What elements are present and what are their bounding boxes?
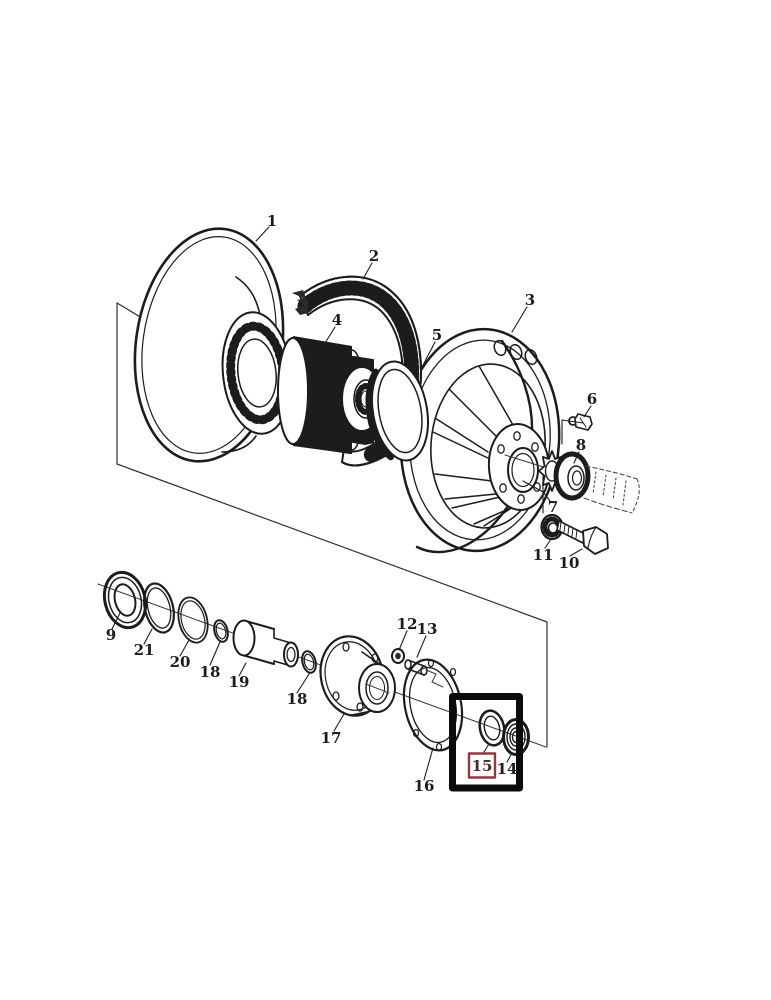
part-label-13: 13 [417,620,438,638]
part-label-9: 9 [106,626,116,644]
part-5-ring [365,360,429,462]
part-12-plug [391,648,405,664]
part-10-bolt [556,520,609,555]
part-18-snap-ring-left [213,619,229,643]
part-21-ring [143,582,175,634]
part-number-labels: 1 2 3 4 5 6 8 7 11 10 9 21 20 18 19 18 1… [106,212,597,795]
part-17-flanged-hub [319,635,396,717]
part-label-1: 1 [267,212,277,230]
part-15-o-ring [478,709,506,747]
part-label-4: 4 [332,311,342,329]
part-15-highlight-box [467,752,497,779]
part-label-3: 3 [525,291,535,309]
part-label-15-highlighted: 15 [472,757,493,775]
part-label-11: 11 [533,546,554,564]
part-label-19: 19 [229,673,250,691]
part-3-pulley-wheel [399,327,561,554]
wheel-rim-holes [493,339,538,366]
part-label-5: 5 [432,326,442,344]
part-20-ring [177,596,209,644]
part-18-snap-ring-right [301,650,317,674]
part-6-grease-fitting [568,413,593,431]
part-8-bearing [553,451,591,501]
part-label-7: 7 [548,498,558,516]
part-label-12: 12 [397,615,418,633]
part-label-6: 6 [587,390,597,408]
belt-torn-end [292,290,308,315]
leader-lines [111,226,592,781]
part-label-17: 17 [321,729,342,747]
part-label-21: 21 [134,641,155,659]
part-13-pin [404,659,444,688]
part-label-18a: 18 [200,663,221,681]
sketched-shaft [583,465,640,514]
part-label-10: 10 [559,554,580,572]
part-1-disc [133,227,293,463]
part-label-16: 16 [414,777,435,795]
part-label-8: 8 [576,436,586,454]
perspective-panel-lines [116,302,548,748]
part-label-14: 14 [497,760,518,778]
part-label-18b: 18 [287,690,308,708]
part-19-bushing [232,619,299,668]
part-label-20: 20 [170,653,191,671]
highlight-frame [449,693,523,792]
part-label-2: 2 [369,247,379,265]
